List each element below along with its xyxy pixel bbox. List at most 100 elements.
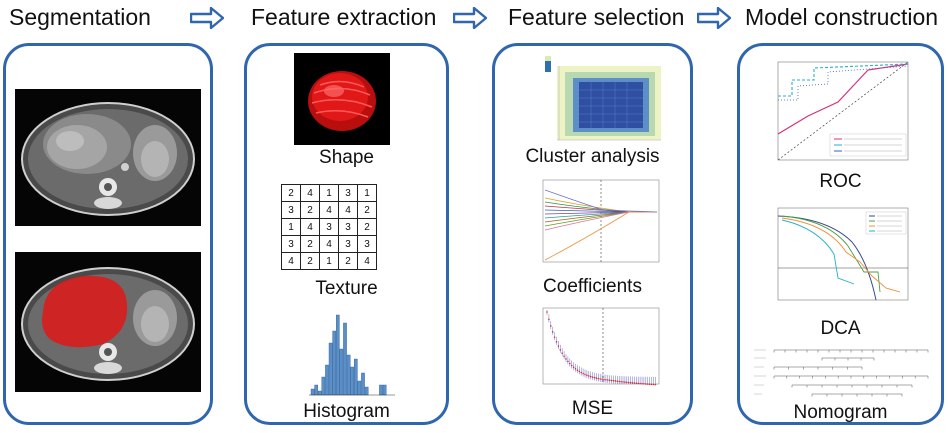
mse-plot bbox=[542, 307, 660, 386]
texture-cell: 2 bbox=[300, 252, 320, 270]
feature-selection-panel: Cluster analysis Coefficients MSE bbox=[492, 43, 693, 425]
texture-cell: 2 bbox=[357, 201, 377, 219]
mse-point bbox=[570, 364, 573, 367]
mse-point bbox=[645, 383, 647, 385]
mse-point bbox=[626, 381, 628, 384]
dca-plot bbox=[777, 207, 909, 301]
texture-cell: 2 bbox=[300, 235, 320, 253]
mse-point bbox=[616, 380, 619, 383]
mse-point bbox=[578, 370, 581, 373]
mse-point bbox=[576, 369, 579, 371]
caption-histogram: Histogram bbox=[303, 401, 390, 422]
mse-point bbox=[652, 383, 655, 386]
texture-cell: 4 bbox=[300, 184, 320, 202]
mse-point bbox=[618, 380, 620, 383]
mse-point bbox=[599, 378, 601, 380]
mse-point bbox=[608, 379, 611, 382]
histogram-bar bbox=[328, 342, 333, 396]
mse-point bbox=[629, 381, 632, 384]
cluster-heatmap bbox=[545, 56, 661, 141]
mse-point bbox=[563, 355, 565, 358]
mse-point bbox=[574, 367, 577, 370]
texture-cell: 1 bbox=[281, 218, 301, 236]
histogram-bar bbox=[336, 314, 340, 396]
mse-point bbox=[654, 383, 657, 386]
texture-cell: 3 bbox=[338, 184, 358, 202]
header-feature-extraction: Feature extraction bbox=[251, 4, 437, 30]
lasso-coefficients-plot bbox=[542, 179, 660, 263]
mse-point bbox=[569, 362, 571, 365]
mse-point bbox=[605, 378, 607, 381]
histogram-bar bbox=[379, 384, 383, 396]
mse-point bbox=[603, 378, 605, 381]
mse-point bbox=[648, 383, 651, 386]
mse-point bbox=[580, 371, 582, 374]
texture-cell: 3 bbox=[338, 218, 358, 236]
mse-point bbox=[646, 383, 649, 385]
histogram-bar bbox=[354, 358, 358, 396]
texture-cell: 1 bbox=[319, 252, 339, 270]
mse-point bbox=[572, 366, 575, 369]
header-model-construction: Model construction bbox=[745, 4, 939, 30]
caption-dca: DCA bbox=[820, 318, 861, 339]
histogram-bar bbox=[364, 386, 369, 396]
mse-point bbox=[555, 341, 558, 343]
histogram-bar bbox=[346, 354, 351, 396]
right-arrow-icon bbox=[697, 7, 731, 29]
caption-shape: Shape bbox=[319, 147, 374, 168]
caption-coefficients: Coefficients bbox=[543, 276, 642, 297]
mse-point bbox=[550, 325, 552, 327]
histogram-bar bbox=[317, 390, 322, 396]
mse-point bbox=[597, 377, 600, 380]
ct-scan-segmented bbox=[15, 252, 201, 392]
mse-point bbox=[586, 374, 588, 377]
mse-point bbox=[567, 360, 569, 363]
mse-point bbox=[610, 379, 613, 382]
caption-texture: Texture bbox=[315, 278, 378, 299]
mse-point bbox=[624, 381, 626, 383]
mse-point bbox=[561, 352, 563, 355]
texture-cell: 3 bbox=[357, 235, 377, 253]
mse-point bbox=[546, 311, 548, 313]
mse-point bbox=[614, 380, 617, 382]
mse-point bbox=[631, 382, 634, 384]
mse-point bbox=[582, 372, 584, 375]
model-construction-panel: ROC DCA Nomogram bbox=[737, 43, 944, 425]
mse-point bbox=[557, 345, 560, 347]
mse-point bbox=[548, 318, 550, 321]
mse-point bbox=[607, 379, 609, 381]
texture-cell: 3 bbox=[281, 201, 301, 219]
texture-cell: 2 bbox=[300, 201, 320, 219]
mse-point bbox=[633, 382, 636, 384]
header-segmentation: Segmentation bbox=[9, 4, 151, 30]
histogram-chart bbox=[309, 314, 395, 396]
histogram-bar bbox=[382, 384, 387, 396]
texture-cell: 2 bbox=[338, 252, 358, 270]
mse-point bbox=[559, 349, 562, 351]
texture-cell: 1 bbox=[357, 184, 377, 202]
histogram-bar bbox=[310, 388, 315, 396]
header-feature-selection: Feature selection bbox=[508, 4, 685, 30]
caption-cluster-analysis: Cluster analysis bbox=[525, 146, 660, 167]
histogram-bar bbox=[325, 364, 329, 396]
mse-point bbox=[589, 375, 592, 378]
caption-nomogram: Nomogram bbox=[793, 402, 888, 423]
right-arrow-icon bbox=[190, 7, 224, 29]
texture-cell: 2 bbox=[357, 218, 377, 236]
mse-point bbox=[637, 382, 639, 385]
histogram-bar bbox=[321, 376, 326, 396]
mse-point bbox=[565, 358, 567, 360]
mse-point bbox=[595, 377, 598, 379]
mse-point bbox=[643, 382, 645, 385]
mse-point bbox=[588, 375, 590, 377]
mse-point bbox=[612, 379, 615, 382]
histogram-bar bbox=[350, 366, 354, 396]
mse-point bbox=[627, 381, 630, 384]
